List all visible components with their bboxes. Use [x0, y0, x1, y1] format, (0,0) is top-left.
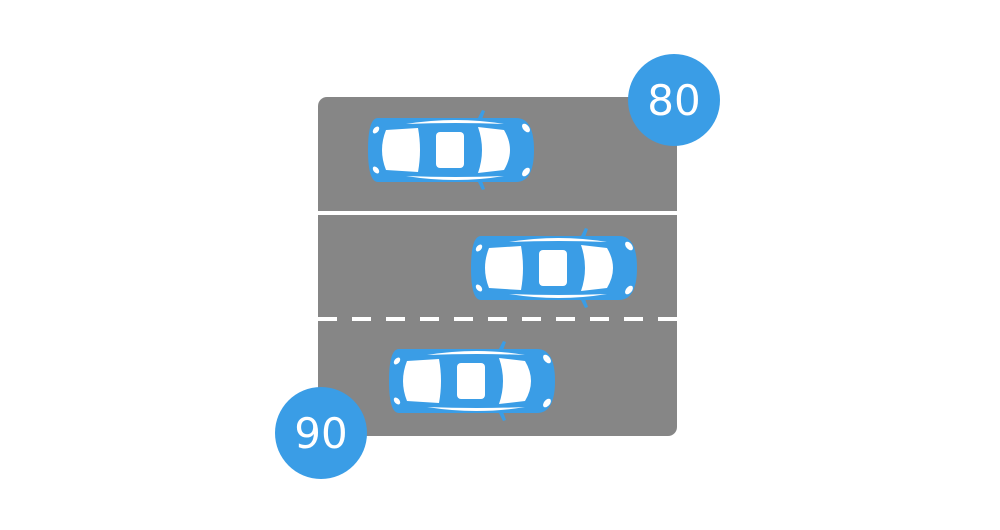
lane-divider-dashed: [318, 317, 677, 321]
car-icon: [471, 228, 637, 308]
speed-badge: 90: [275, 387, 367, 479]
lane-divider-solid: [318, 211, 677, 215]
car-icon: [368, 110, 534, 190]
car-icon: [389, 341, 555, 421]
speed-badge: 80: [628, 54, 720, 146]
